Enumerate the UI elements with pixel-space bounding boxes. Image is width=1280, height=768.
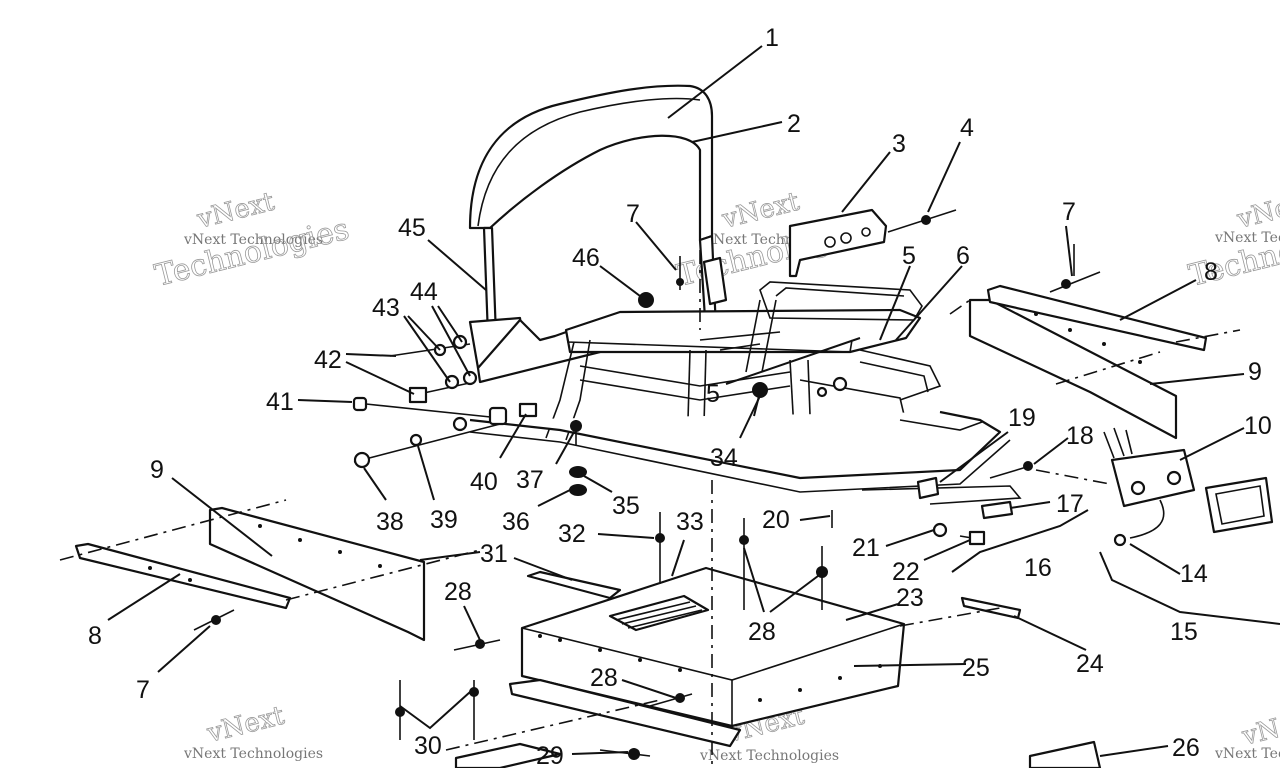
callout-1: 1 [765,24,779,52]
wiring-harness [831,461,1033,546]
callout-35: 35 [612,492,640,520]
hardware-center [569,256,848,496]
callout-9-left: 9 [150,456,164,484]
leader-lines [107,45,1280,757]
callout-32: 32 [558,520,586,548]
watermark-top-left: vNext vNext Technologies Technologies [151,186,353,294]
callout-23: 23 [896,584,924,612]
svg-text:vNext: vNext [203,701,287,749]
callout-37: 37 [516,466,544,494]
callout-numbers: 1 2 3 4 5 5 6 7 7 7 8 8 9 9 10 14 15 16 … [88,24,1272,768]
trim-strip-item-24 [960,596,1022,620]
callout-30: 30 [414,732,442,760]
watermark-bottom-left: vNext vNext Technologies [183,700,323,762]
watermark-top-right: vNext vNext Technologies Technologies [1185,186,1280,294]
main-tube-frame [469,349,1011,493]
callout-40: 40 [470,468,498,496]
callout-28-left: 28 [444,578,472,606]
bolt-item-4 [887,209,957,233]
callout-45: 45 [398,214,426,242]
callout-26: 26 [1172,734,1200,762]
callout-7-right: 7 [1062,198,1076,226]
callout-28-center: 28 [748,618,776,646]
callout-4: 4 [960,114,974,142]
callout-38: 38 [376,508,404,536]
callout-7-left: 7 [136,676,150,704]
callout-25: 25 [962,654,990,682]
callout-36: 36 [502,508,530,536]
storage-box [508,566,906,748]
callout-21: 21 [852,534,880,562]
callout-16: 16 [1024,554,1052,582]
bolt-right-item-7 [1049,244,1101,293]
callout-10: 10 [1244,412,1272,440]
callout-20: 20 [762,506,790,534]
hardware-left [352,334,538,469]
callout-44: 44 [410,278,438,306]
callout-39: 39 [430,506,458,534]
callout-34: 34 [710,444,738,472]
callout-42: 42 [314,346,342,374]
callout-17: 17 [1056,490,1084,518]
callout-41: 41 [266,388,294,416]
callout-31: 31 [480,540,508,568]
callout-6: 6 [956,242,970,270]
callout-24: 24 [1076,650,1104,678]
svg-text:vNext Technologies: vNext Technologies [183,746,323,762]
svg-text:vNext Technologies: vNext Technologies [183,232,323,248]
callout-46: 46 [572,244,600,272]
callout-3: 3 [892,130,906,158]
tail-light [1103,427,1274,547]
callout-33: 33 [676,508,704,536]
side-panel-right [968,284,1208,440]
callout-29: 29 [536,742,564,768]
license-bracket [788,208,888,278]
callout-8-left: 8 [88,622,102,650]
callout-9-right: 9 [1248,358,1262,386]
side-panel-left [74,506,426,642]
callout-22: 22 [892,558,920,586]
svg-text:vNext Technologies: vNext Technologies [699,748,839,764]
fasteners-bottom [395,512,1102,768]
watermark-bottom-right: vNext vNext Technologies [1214,703,1280,762]
callout-19: 19 [1008,404,1036,432]
svg-text:vNext: vNext [1233,187,1280,235]
callout-14: 14 [1180,560,1208,588]
callout-7-center: 7 [626,200,640,228]
svg-text:vNext: vNext [1238,704,1280,752]
callout-18: 18 [1066,422,1094,450]
callout-5-upper: 5 [902,242,916,270]
svg-text:vNext: vNext [193,187,277,235]
callout-5-lower: 5 [706,380,720,408]
centerlines [59,250,1241,768]
svg-text:vNext Technologies: vNext Technologies [1214,746,1280,762]
svg-text:Technologies: Technologies [151,212,352,294]
callout-15: 15 [1170,618,1198,646]
svg-text:vNext Technologies: vNext Technologies [1214,230,1280,246]
callout-28-bottom: 28 [590,664,618,692]
callout-2: 2 [787,110,801,138]
backrest-pad [468,84,714,242]
callout-43: 43 [372,294,400,322]
callout-8-right: 8 [1204,258,1218,286]
